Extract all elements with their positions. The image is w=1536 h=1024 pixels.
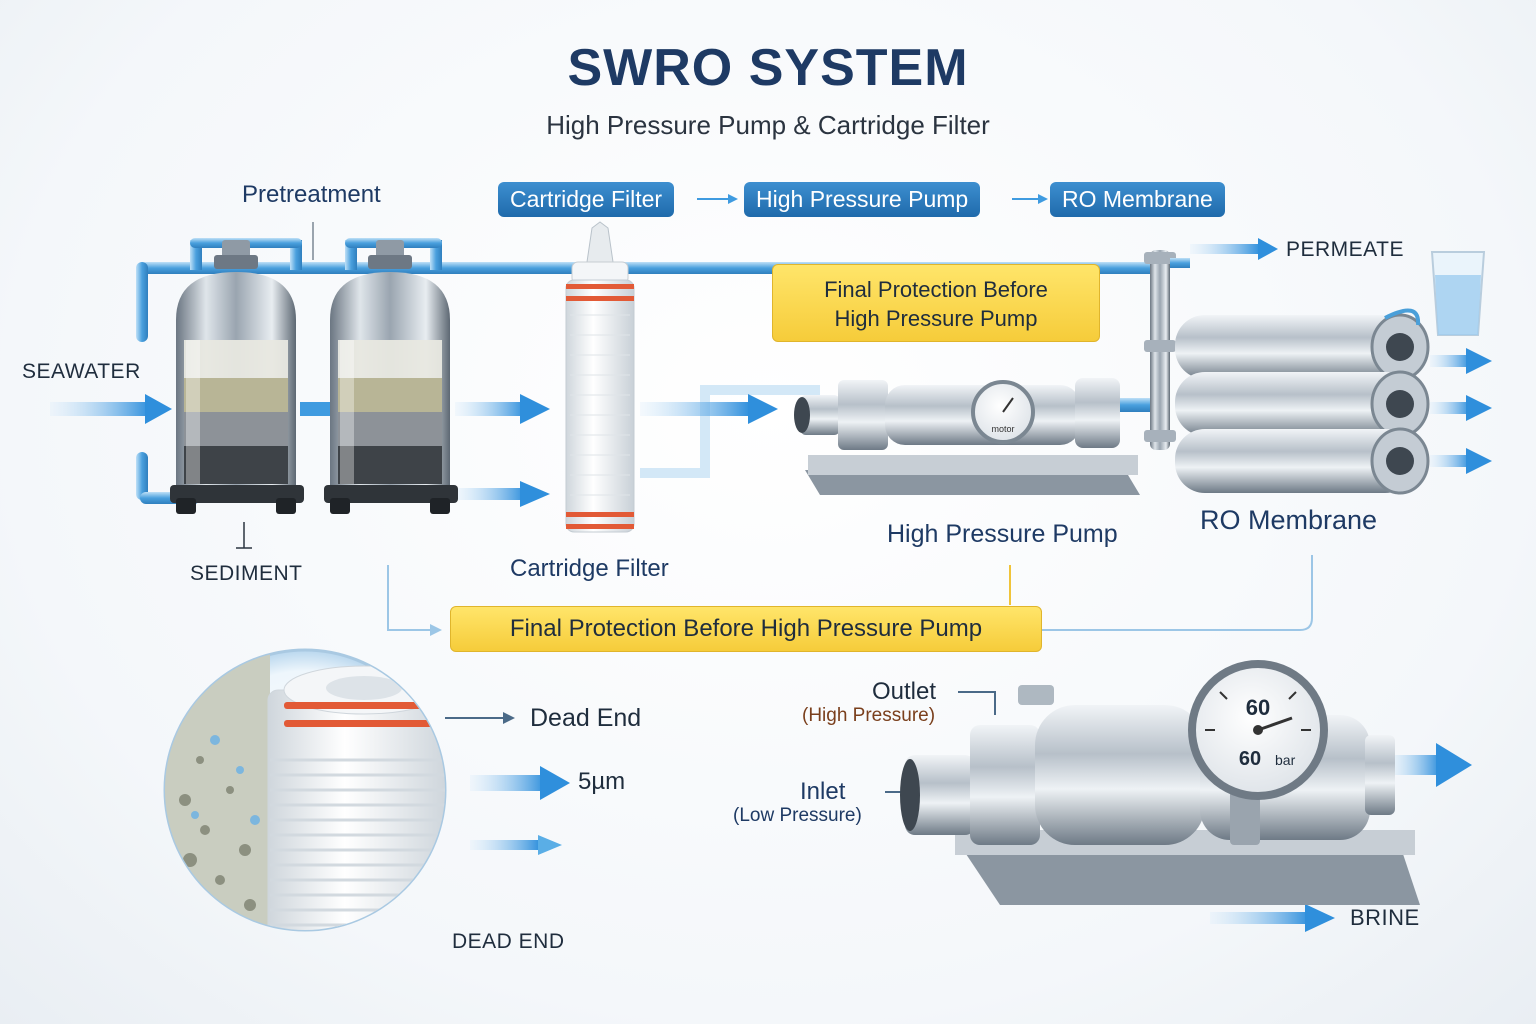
page-title: SWRO SYSTEM <box>567 39 969 97</box>
high-pressure-pump-large: 60 60 bar <box>900 660 1420 905</box>
filter-detail-magnifier <box>163 648 447 932</box>
seawater-label: SEAWATER <box>22 360 141 383</box>
high-pressure-pump-small: motor <box>794 378 1140 495</box>
filter-detail-arrows <box>445 712 570 855</box>
dead-end-label: Dead End <box>530 704 642 732</box>
inlet-sub-label: (Low Pressure) <box>733 805 862 826</box>
flow-step-ro-membrane: RO Membrane <box>1050 182 1225 217</box>
brine-label: BRINE <box>1350 905 1420 930</box>
final-protection-note-top: Final Protection Before High Pressure Pu… <box>772 264 1100 342</box>
pretreatment-label: Pretreatment <box>242 181 381 208</box>
flow-step-cartridge-filter: Cartridge Filter <box>498 182 675 217</box>
seawater-arrow <box>50 394 172 424</box>
chip-arrows <box>697 194 1048 204</box>
permeate-arrow <box>1190 238 1278 260</box>
final-protection-note-bottom: Final Protection Before High Pressure Pu… <box>450 606 1042 652</box>
outlet-sub-label: (High Pressure) <box>802 705 936 726</box>
backwash-arrow <box>455 481 550 507</box>
cartridge-filter-label: Cartridge Filter <box>510 555 669 582</box>
ro-membrane-label: RO Membrane <box>1200 505 1378 535</box>
note-top-line2: High Pressure Pump <box>834 306 1038 331</box>
note-top-line1: Final Protection Before <box>824 277 1048 302</box>
outlet-label: Outlet <box>872 678 937 705</box>
connector-lines <box>236 222 1313 793</box>
flow-arrows <box>50 194 1492 932</box>
gauge-value: 60 <box>1246 695 1270 720</box>
page-subtitle: High Pressure Pump & Cartridge Filter <box>546 110 990 140</box>
high-pressure-pump-label: High Pressure Pump <box>887 520 1118 548</box>
permeate-label: PERMEATE <box>1286 238 1404 261</box>
membrane-outlet-arrows <box>1430 348 1492 474</box>
gauge-unit: bar <box>1275 752 1296 768</box>
small-gauge-text: motor <box>991 424 1014 434</box>
gauge-unit-value: 60 <box>1239 748 1261 770</box>
glass-of-water-icon <box>1430 251 1486 336</box>
ro-membrane-vessels <box>1175 308 1430 495</box>
pretreatment-tank-1 <box>170 240 304 514</box>
dead-end-caps-label: DEAD END <box>452 930 565 953</box>
flow-step-high-pressure-pump: High Pressure Pump <box>744 182 981 217</box>
pretreatment-tank-2 <box>324 240 458 514</box>
brine-arrow <box>1210 904 1335 932</box>
inlet-label: Inlet <box>800 778 846 805</box>
tank-to-cartridge-arrow <box>455 394 550 424</box>
micron-rating-label: 5µm <box>578 768 626 795</box>
cartridge-to-pump-arrow <box>640 394 778 424</box>
pump-detail-outlet-arrow <box>1390 743 1472 787</box>
sediment-label: SEDIMENT <box>190 562 303 585</box>
cartridge-filter-element <box>565 221 635 533</box>
